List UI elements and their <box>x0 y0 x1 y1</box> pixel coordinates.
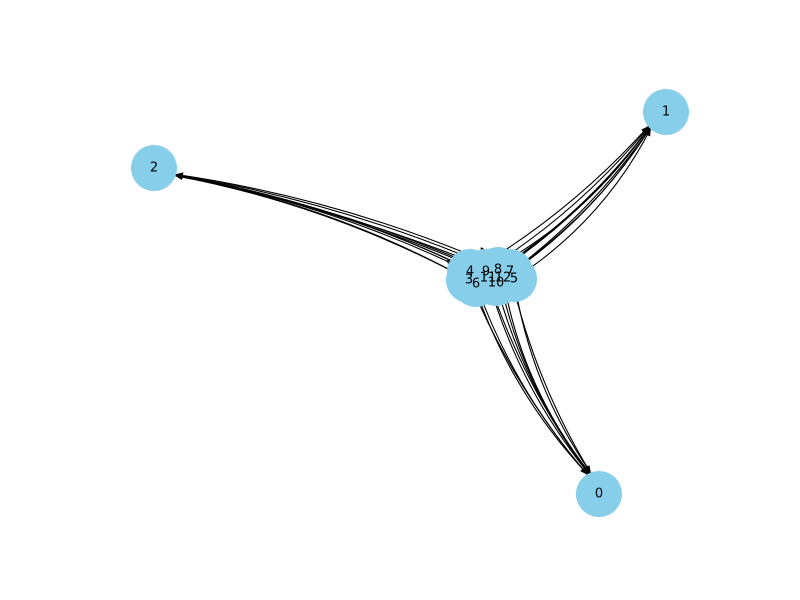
nodes <box>131 89 689 517</box>
node-label-8: 8 <box>494 263 502 278</box>
edge-6-to-2 <box>174 173 477 285</box>
edge-5-to-1 <box>513 128 652 280</box>
node-label-10: 10 <box>488 276 505 291</box>
node-label-12: 12 <box>495 271 512 286</box>
node-label-11: 11 <box>480 271 497 286</box>
node-label-6: 6 <box>472 277 480 292</box>
node-label-0: 0 <box>595 487 603 502</box>
edge-8-to-2 <box>175 172 499 271</box>
node-label-1: 1 <box>662 105 670 120</box>
node-label-3: 3 <box>465 273 473 288</box>
node-1 <box>643 89 689 135</box>
node-0 <box>576 471 622 517</box>
node-label-4: 4 <box>466 265 474 280</box>
edge-5-to-0 <box>513 278 591 474</box>
edge-6-to-0 <box>475 283 588 475</box>
edges <box>174 125 652 475</box>
edge-12-to-0 <box>502 277 591 474</box>
node-label-2: 2 <box>150 161 158 176</box>
node-2 <box>131 145 177 191</box>
node-label-9: 9 <box>482 265 490 280</box>
edge-11-to-2 <box>175 173 489 279</box>
node-label-7: 7 <box>506 265 514 280</box>
node-label-5: 5 <box>510 272 518 287</box>
node-12 <box>480 255 526 301</box>
edge-7-to-0 <box>509 271 591 474</box>
edge-3-to-2 <box>174 173 470 281</box>
